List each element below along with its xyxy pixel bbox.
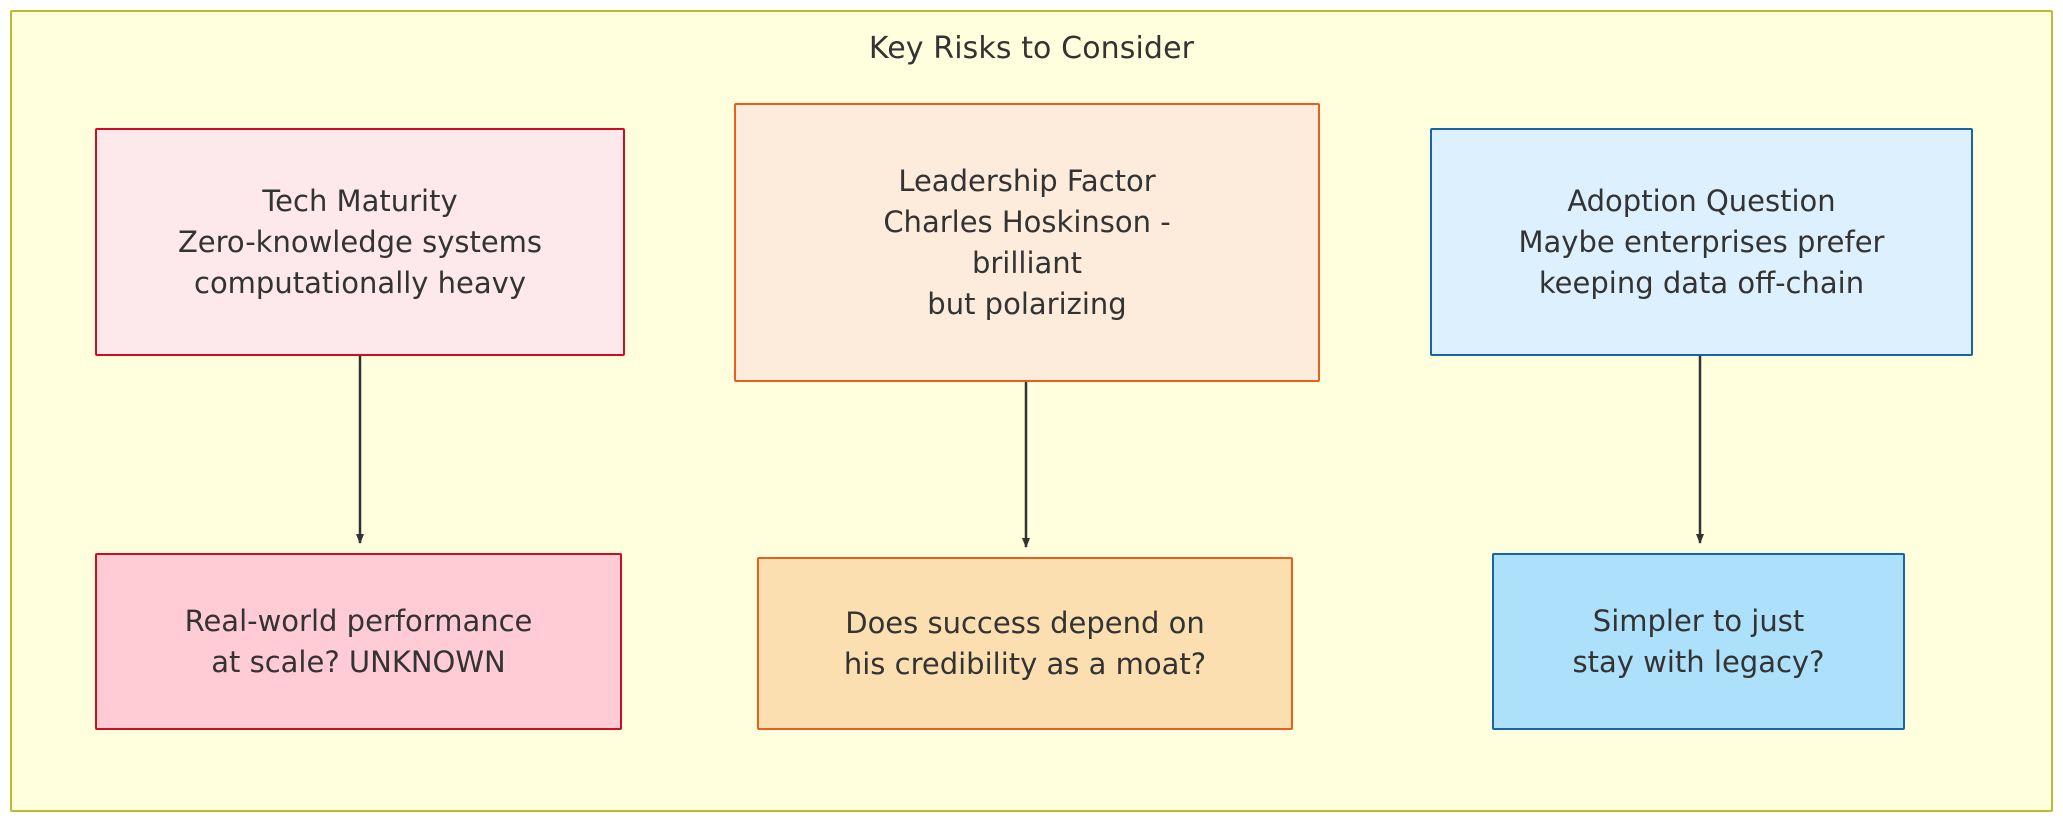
- node-adoption-question-line-3: keeping data off-chain: [1538, 265, 1865, 300]
- node-tech-maturity-line-1: Tech Maturity: [262, 183, 458, 218]
- node-leadership-factor[interactable]: Leadership Factor Charles Hoskinson - br…: [734, 103, 1320, 382]
- node-adoption-question[interactable]: Adoption Question Maybe enterprises pref…: [1430, 128, 1973, 356]
- node-credibility-moat-line-1: Does success depend on: [845, 605, 1205, 640]
- node-stay-legacy-line-1: Simpler to just: [1592, 603, 1805, 638]
- node-credibility-moat[interactable]: Does success depend on his credibility a…: [757, 557, 1293, 730]
- node-performance-unknown[interactable]: Real-world performance at scale? UNKNOWN: [95, 553, 622, 730]
- node-adoption-question-line-1: Adoption Question: [1567, 183, 1836, 218]
- subgraph-title: Key Risks to Consider: [868, 31, 1195, 66]
- node-adoption-question-line-2: Maybe enterprises prefer: [1518, 224, 1885, 259]
- node-tech-maturity-line-3: computationally heavy: [194, 265, 526, 300]
- node-leadership-factor-line-3: brilliant: [971, 245, 1083, 280]
- node-credibility-moat-line-2: his credibility as a moat?: [843, 646, 1207, 681]
- node-leadership-factor-line-4: but polarizing: [927, 286, 1127, 321]
- node-performance-unknown-line-1: Real-world performance: [184, 603, 533, 638]
- node-leadership-factor-line-2: Charles Hoskinson -: [883, 204, 1171, 239]
- node-tech-maturity[interactable]: Tech Maturity Zero-knowledge systems com…: [95, 128, 625, 356]
- node-leadership-factor-line-1: Leadership Factor: [898, 163, 1156, 198]
- node-stay-legacy-line-2: stay with legacy?: [1572, 644, 1825, 679]
- node-stay-legacy[interactable]: Simpler to just stay with legacy?: [1492, 553, 1905, 730]
- node-tech-maturity-line-2: Zero-knowledge systems: [177, 224, 543, 259]
- node-performance-unknown-line-2: at scale? UNKNOWN: [211, 644, 506, 679]
